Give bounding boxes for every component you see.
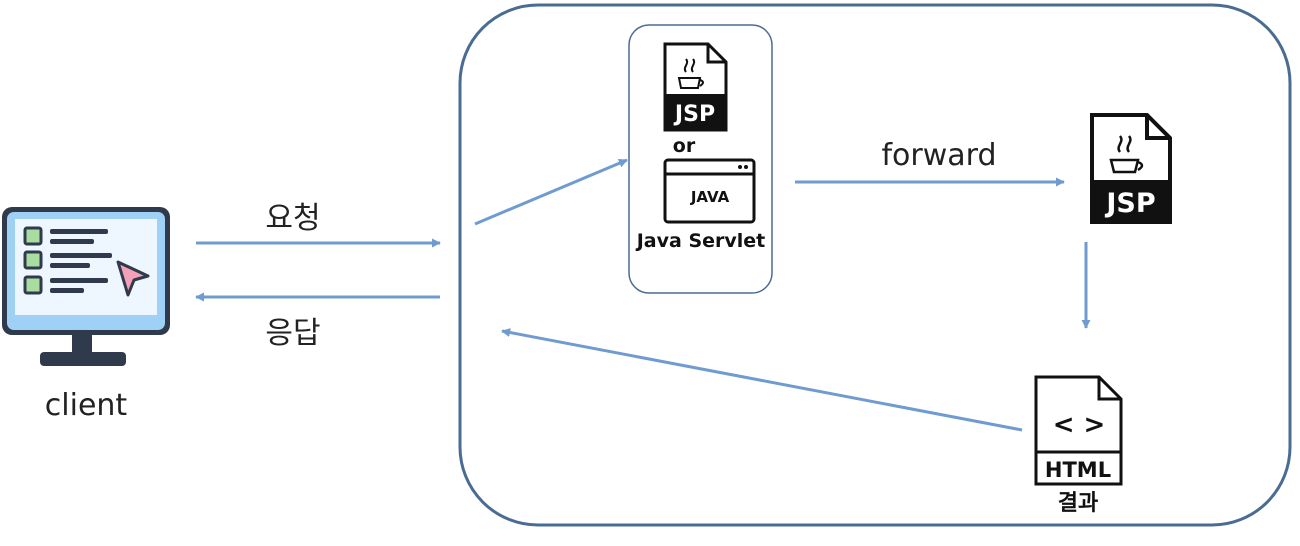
java-window-text: JAVA <box>690 188 730 206</box>
servlet-label: Java Servlet <box>635 230 766 252</box>
jsp-file-icon <box>663 42 728 132</box>
request-label: 요청 <box>265 201 320 236</box>
java-window-icon <box>663 158 756 224</box>
client-label: client <box>45 388 128 423</box>
or-label: or <box>673 135 696 157</box>
monitor-icon <box>2 207 170 366</box>
jsp-file-icon <box>1090 113 1172 224</box>
request-handler-box <box>628 24 773 294</box>
response-label: 응답 <box>265 316 320 351</box>
html-code-symbol: < > <box>1053 410 1106 440</box>
result-label: 결과 <box>1058 491 1098 516</box>
return-arrow <box>501 328 1023 432</box>
html-file-icon <box>1034 375 1123 486</box>
jsp-large-text: JSP <box>1104 188 1155 219</box>
server-container <box>458 3 1292 527</box>
jsp-small-text: JSP <box>673 102 715 127</box>
html-file-text: HTML <box>1045 458 1111 482</box>
dispatch-arrow <box>474 158 628 226</box>
forward-label: forward <box>881 138 996 173</box>
